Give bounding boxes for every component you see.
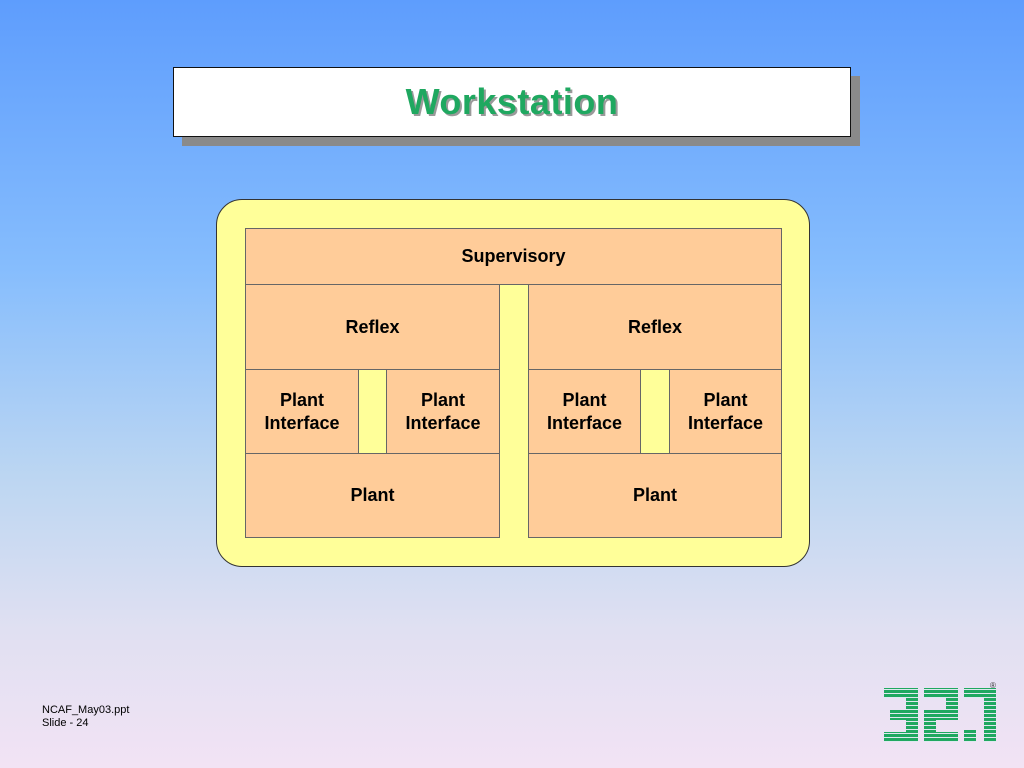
plant-interface-box-left-a: Plant Interface bbox=[245, 369, 359, 454]
plant-interface-line2: Interface bbox=[546, 412, 623, 433]
plant-interface-line1: Plant bbox=[703, 389, 748, 410]
reflex-box-right: Reflex bbox=[528, 284, 782, 370]
plant-interface-box-left-b: Plant Interface bbox=[386, 369, 500, 454]
plant-interface-line2: Interface bbox=[687, 412, 764, 433]
plant-box-right: Plant bbox=[528, 453, 782, 538]
supervisory-box: Supervisory bbox=[245, 228, 782, 285]
registered-mark: ® bbox=[990, 682, 996, 690]
plant-interface-line2: Interface bbox=[264, 412, 340, 433]
plant-interface-line1: Plant bbox=[420, 389, 465, 410]
plant-interface-box-right-a: Plant Interface bbox=[528, 369, 641, 454]
321-logo-icon: ® bbox=[884, 681, 996, 742]
footer-slide-number: Slide - 24 bbox=[42, 717, 89, 729]
reflex-label-left: Reflex bbox=[345, 316, 400, 337]
slide-title: Workstation bbox=[405, 81, 619, 122]
footer: NCAF_May03.ppt Slide - 24 bbox=[42, 704, 129, 730]
workstation-diagram: Supervisory Reflex Plant Interface Plant… bbox=[216, 199, 810, 567]
plant-interface-line1: Plant bbox=[279, 389, 324, 410]
plant-box-left: Plant bbox=[245, 453, 500, 538]
supervisory-label: Supervisory bbox=[461, 246, 566, 266]
plant-interface-line2: Interface bbox=[405, 412, 481, 433]
footer-filename: NCAF_May03.ppt bbox=[42, 704, 130, 716]
plant-label-left: Plant bbox=[350, 485, 395, 505]
reflex-box-left: Reflex bbox=[245, 284, 500, 370]
title-box: Workstation bbox=[173, 67, 851, 137]
plant-interface-line1: Plant bbox=[562, 389, 607, 410]
plant-interface-box-right-b: Plant Interface bbox=[669, 369, 782, 454]
plant-label-right: Plant bbox=[632, 485, 677, 505]
321-logo: ® bbox=[880, 681, 1000, 753]
reflex-label-right: Reflex bbox=[627, 316, 683, 337]
